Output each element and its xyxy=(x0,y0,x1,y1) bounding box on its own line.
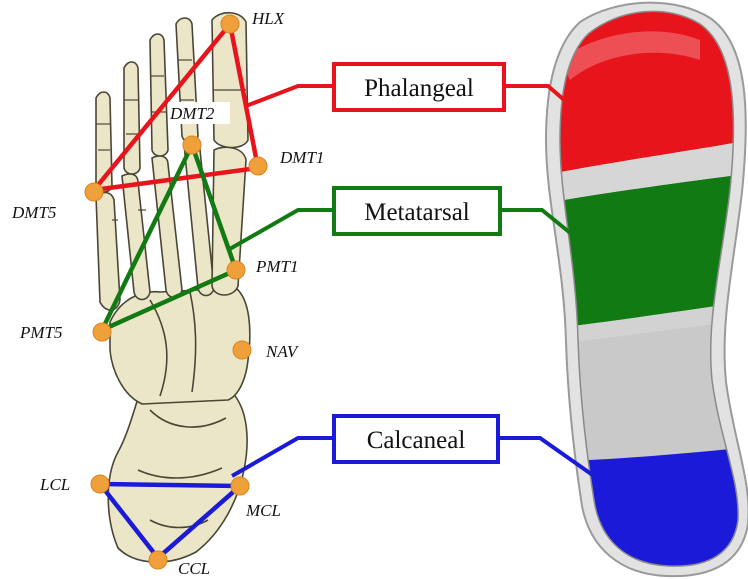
metatarsal-box-label: Metatarsal xyxy=(364,199,470,226)
lcl-marker xyxy=(91,475,109,493)
mcl-label: MCL xyxy=(245,501,281,520)
pmt1-marker xyxy=(227,261,245,279)
metatarsal-5 xyxy=(96,193,120,311)
dmt2-label: DMT2 xyxy=(169,104,215,123)
toe-3 xyxy=(150,34,168,156)
dmt1-label: DMT1 xyxy=(279,148,324,167)
metatarsal-connector xyxy=(228,210,334,250)
hlx-label: HLX xyxy=(251,9,285,28)
ccl-marker xyxy=(149,551,167,569)
dmt5-label: DMT5 xyxy=(11,203,56,222)
toe-4 xyxy=(124,62,140,174)
phalangeal-connector xyxy=(246,86,334,106)
midfoot-bones xyxy=(110,288,250,404)
calcaneal-box-label: Calcaneal xyxy=(367,427,466,454)
hlx-marker xyxy=(221,15,239,33)
pmt5-label: PMT5 xyxy=(19,323,63,342)
insole xyxy=(540,0,748,579)
ccl-label: CCL xyxy=(178,559,210,578)
dmt1-marker xyxy=(249,157,267,175)
nav-marker xyxy=(233,341,251,359)
calcaneus-bone xyxy=(108,392,247,562)
dmt5-marker xyxy=(85,183,103,201)
mcl-marker xyxy=(231,477,249,495)
nav-label: NAV xyxy=(265,342,300,361)
lcl-label: LCL xyxy=(39,475,70,494)
pmt1-label: PMT1 xyxy=(255,257,299,276)
dmt2-marker xyxy=(183,136,201,154)
phalangeal-box-label: Phalangeal xyxy=(364,75,474,102)
pmt5-marker xyxy=(93,323,111,341)
